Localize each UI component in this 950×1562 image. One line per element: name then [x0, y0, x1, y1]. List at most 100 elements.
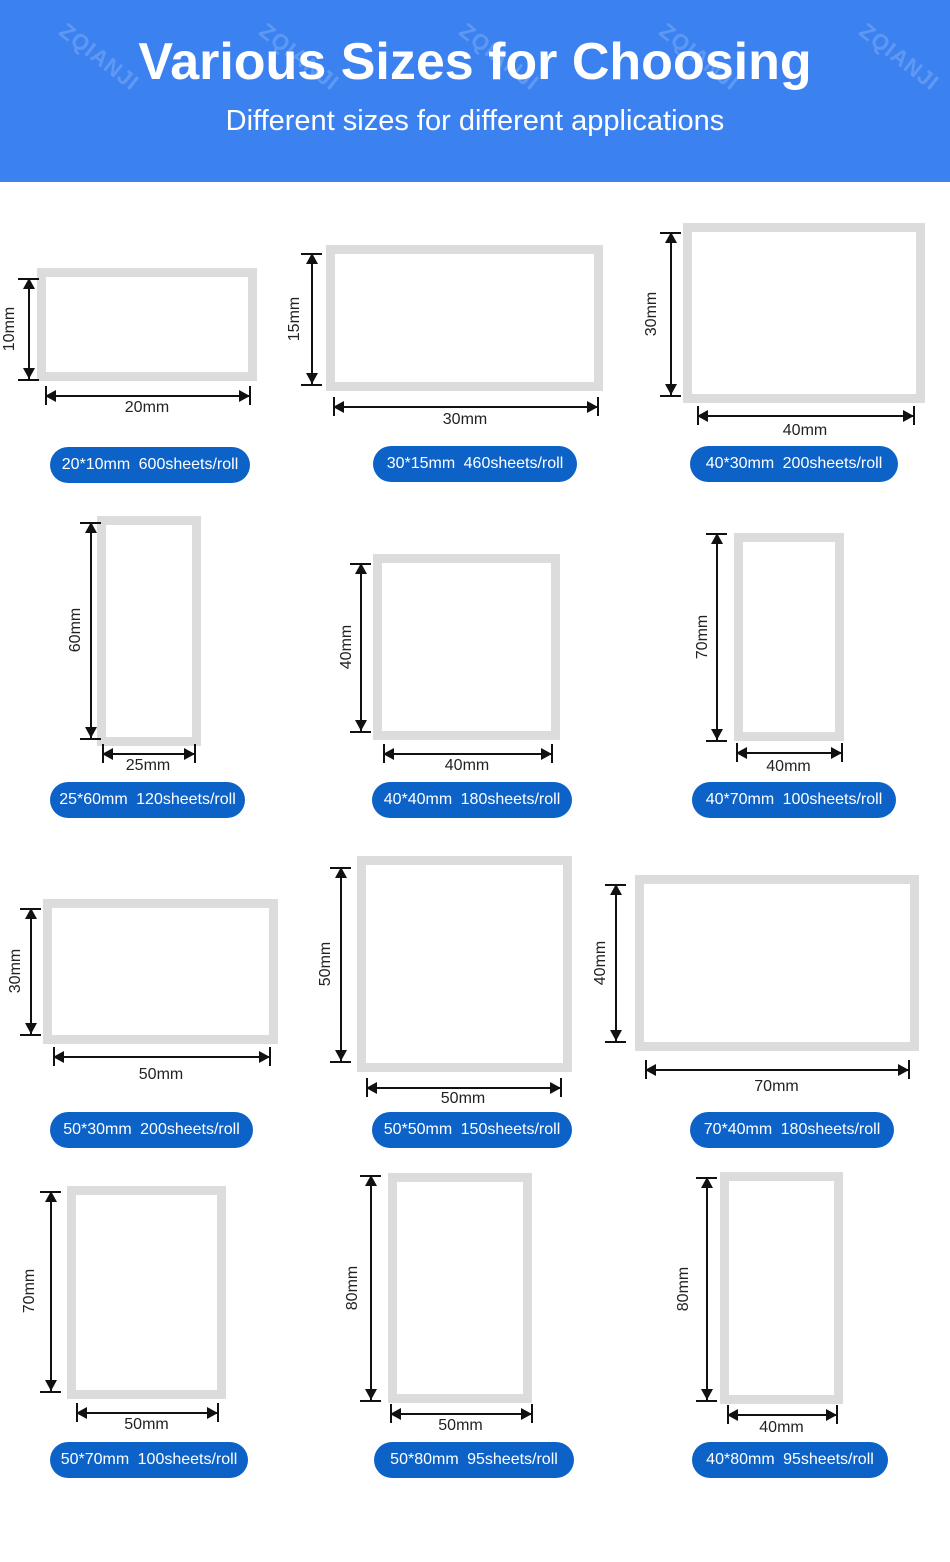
arrow-up-icon — [25, 908, 37, 919]
width-dimension-line — [727, 1414, 836, 1416]
arrow-right-icon — [587, 401, 598, 413]
height-dimension-line — [50, 1191, 52, 1391]
width-dimension-line — [366, 1087, 560, 1089]
width-label: 50mm — [438, 1417, 483, 1434]
height-label: 30mm — [7, 948, 24, 994]
arrow-up-icon — [306, 253, 318, 264]
height-label: 70mm — [21, 1268, 38, 1314]
height-label: 40mm — [338, 624, 355, 670]
arrow-down-icon — [335, 1050, 347, 1061]
height-dimension-line — [716, 533, 718, 740]
label-preview — [326, 245, 603, 391]
arrow-down-icon — [355, 720, 367, 731]
spec-badge: 40*70mm 100sheets/roll — [692, 782, 896, 818]
arrow-up-icon — [665, 232, 677, 243]
arrow-up-icon — [45, 1191, 57, 1202]
page-title: Various Sizes for Choosing — [138, 33, 812, 91]
height-dimension-line — [30, 908, 32, 1034]
width-label: 50mm — [124, 1416, 169, 1433]
label-preview — [97, 516, 201, 746]
height-label: 60mm — [67, 607, 84, 653]
arrow-up-icon — [365, 1175, 377, 1186]
label-preview — [43, 899, 278, 1044]
height-dimension-line — [706, 1177, 708, 1400]
spec-badge: 40*30mm 200sheets/roll — [690, 446, 898, 482]
label-printable-area — [731, 1183, 832, 1393]
label-printable-area — [337, 256, 592, 380]
arrow-down-icon — [25, 1023, 37, 1034]
spec-badge: 50*30mm 200sheets/roll — [50, 1112, 253, 1148]
dimension-tick — [301, 384, 322, 386]
arrow-left-icon — [645, 1064, 656, 1076]
label-preview — [37, 268, 257, 381]
height-label: 50mm — [317, 941, 334, 987]
label-printable-area — [694, 234, 914, 392]
dimension-tick — [706, 740, 727, 742]
width-dimension-line — [333, 406, 597, 408]
height-label: 15mm — [286, 296, 303, 341]
arrow-right-icon — [550, 1082, 561, 1094]
spec-badge: 30*15mm 460sheets/roll — [373, 446, 577, 482]
width-label: 50mm — [440, 1090, 486, 1107]
label-preview — [357, 856, 572, 1072]
label-printable-area — [54, 910, 267, 1033]
page-subtitle: Different sizes for different applicatio… — [225, 105, 725, 137]
height-dimension-line — [311, 253, 313, 384]
label-preview — [683, 223, 925, 403]
spec-badge: 50*70mm 100sheets/roll — [50, 1442, 248, 1478]
width-label: 30mm — [442, 411, 488, 428]
arrow-down-icon — [665, 384, 677, 395]
arrow-down-icon — [711, 729, 723, 740]
arrow-right-icon — [207, 1407, 218, 1419]
width-label: 70mm — [754, 1078, 799, 1095]
width-label: 40mm — [759, 1419, 804, 1436]
height-dimension-line — [360, 563, 362, 731]
label-printable-area — [368, 867, 561, 1061]
height-label: 10mm — [1, 306, 18, 351]
arrow-right-icon — [903, 410, 914, 422]
height-dimension-line — [370, 1175, 372, 1400]
arrow-left-icon — [45, 390, 56, 402]
arrow-right-icon — [184, 748, 195, 760]
height-label: 80mm — [344, 1265, 361, 1310]
height-dimension-line — [615, 884, 617, 1041]
dimension-tick — [350, 731, 371, 733]
height-dimension-line — [670, 232, 672, 395]
label-printable-area — [384, 565, 549, 729]
width-dimension-line — [697, 415, 913, 417]
width-dimension-line — [76, 1412, 217, 1414]
arrow-left-icon — [76, 1407, 87, 1419]
dimension-tick — [40, 1391, 61, 1393]
label-preview — [734, 533, 844, 741]
height-dimension-line — [340, 867, 342, 1061]
arrow-right-icon — [541, 748, 552, 760]
label-printable-area — [48, 279, 246, 370]
arrow-up-icon — [335, 867, 347, 878]
width-dimension-line — [383, 753, 551, 755]
label-printable-area — [108, 527, 190, 735]
spec-badge: 50*50mm 150sheets/roll — [372, 1112, 572, 1148]
height-dimension-line — [28, 278, 30, 379]
spec-badge: 25*60mm 120sheets/roll — [50, 782, 245, 818]
height-dimension-line — [90, 522, 92, 738]
arrow-right-icon — [239, 390, 250, 402]
spec-badge: 40*80mm 95sheets/roll — [692, 1442, 888, 1478]
arrow-up-icon — [701, 1177, 713, 1188]
arrow-right-icon — [259, 1051, 270, 1063]
arrow-down-icon — [701, 1389, 713, 1400]
width-dimension-line — [645, 1069, 908, 1071]
arrow-left-icon — [333, 401, 344, 413]
width-dimension-line — [736, 752, 841, 754]
arrow-down-icon — [85, 727, 97, 738]
arrow-down-icon — [306, 373, 318, 384]
spec-badge: 40*40mm 180sheets/roll — [372, 782, 572, 818]
dimension-tick — [605, 1041, 626, 1043]
arrow-up-icon — [85, 522, 97, 533]
arrow-left-icon — [697, 410, 708, 422]
arrow-up-icon — [23, 278, 35, 289]
height-label: 70mm — [694, 614, 711, 659]
arrow-left-icon — [736, 747, 747, 759]
width-label: 25mm — [125, 757, 171, 774]
dimension-tick — [80, 738, 101, 740]
arrow-left-icon — [390, 1408, 401, 1420]
